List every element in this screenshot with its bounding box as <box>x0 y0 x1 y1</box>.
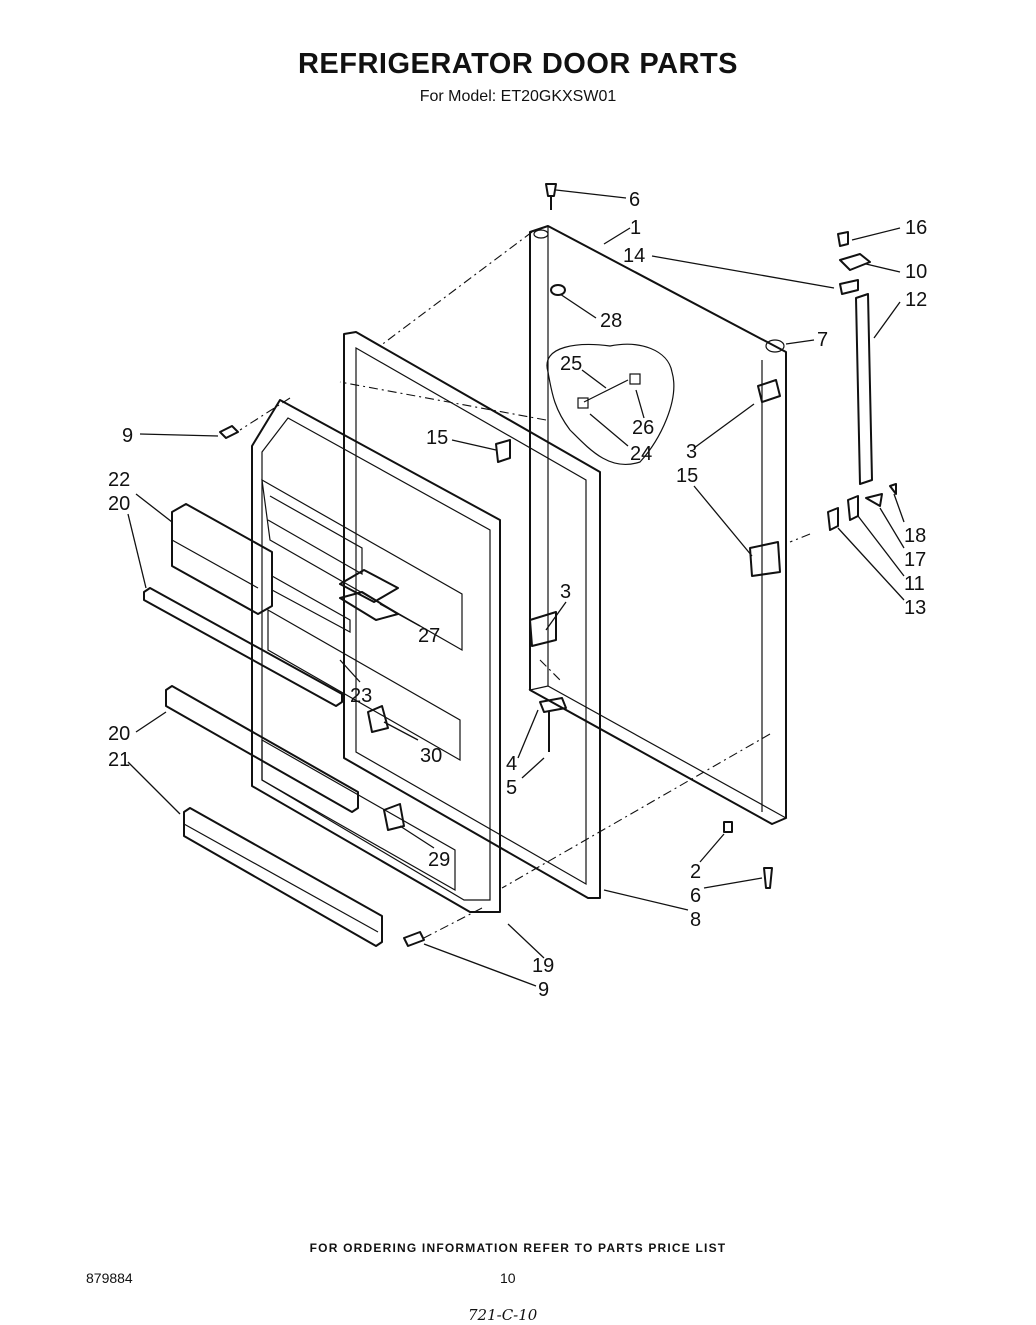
callout-4: 4 <box>506 753 517 775</box>
callout-13: 13 <box>904 597 926 619</box>
callout-3-upper: 3 <box>686 441 697 463</box>
callout-25: 25 <box>560 353 582 375</box>
page-title: REFRIGERATOR DOOR PARTS <box>297 48 739 80</box>
callout-2: 2 <box>690 861 701 883</box>
callout-30: 30 <box>420 745 442 767</box>
alignment-lines <box>239 231 811 941</box>
callout-16: 16 <box>905 217 927 239</box>
callout-12: 12 <box>905 289 927 311</box>
callout-29: 29 <box>428 849 450 871</box>
shelf-front-22 <box>171 503 273 615</box>
stop-29 <box>383 803 405 831</box>
shelf-bar-20-lower <box>165 685 359 813</box>
callout-8: 8 <box>690 909 701 931</box>
hardware <box>219 183 897 947</box>
callout-17: 17 <box>904 549 926 571</box>
callout-21: 21 <box>108 749 130 771</box>
stop-30 <box>367 705 389 733</box>
callout-24: 24 <box>630 443 652 465</box>
cap-27 <box>339 591 399 621</box>
callout-23: 23 <box>350 685 372 707</box>
callout-1: 1 <box>630 217 641 239</box>
outer-door-panel <box>528 225 788 825</box>
handwritten-note: 721-C-10 <box>468 1306 538 1324</box>
inner-door-liner <box>251 399 501 913</box>
callout-5: 5 <box>506 777 517 799</box>
callout-6-bottom: 6 <box>690 885 701 907</box>
callout-28: 28 <box>600 310 622 332</box>
callout-22: 22 <box>108 469 130 491</box>
ordering-note: FOR ORDERING INFORMATION REFER TO PARTS … <box>309 1241 727 1255</box>
callout-27: 27 <box>418 625 440 647</box>
callout-9-left: 9 <box>122 425 133 447</box>
page-number: 10 <box>500 1270 516 1286</box>
insulation-cutaway <box>546 343 675 466</box>
shelf-bar-20-upper <box>143 587 343 707</box>
callout-11: 11 <box>904 573 925 595</box>
document-number: 879884 <box>86 1270 133 1286</box>
model-subtitle: For Model: ET20GKXSW01 <box>419 88 617 105</box>
callout-6-top: 6 <box>629 189 640 211</box>
callout-labels: 6 1 14 16 10 12 28 7 25 26 24 9 15 3 15 … <box>108 189 927 1001</box>
shelf-bar-21 <box>183 807 383 947</box>
callout-15-mid: 15 <box>426 427 448 449</box>
callout-20-upper: 20 <box>108 493 130 515</box>
door-gasket <box>343 331 601 899</box>
callout-26: 26 <box>632 417 654 439</box>
callout-18: 18 <box>904 525 926 547</box>
callout-20-lower: 20 <box>108 723 130 745</box>
callout-7: 7 <box>817 329 828 351</box>
callout-10: 10 <box>905 261 927 283</box>
callout-14: 14 <box>623 245 645 267</box>
callout-3-lower: 3 <box>560 581 571 603</box>
trim-strip-12 <box>855 293 873 485</box>
leader-lines <box>127 189 905 987</box>
callout-19: 19 <box>532 955 554 977</box>
callout-15-right: 15 <box>676 465 698 487</box>
callout-9-bottom: 9 <box>538 979 549 1001</box>
